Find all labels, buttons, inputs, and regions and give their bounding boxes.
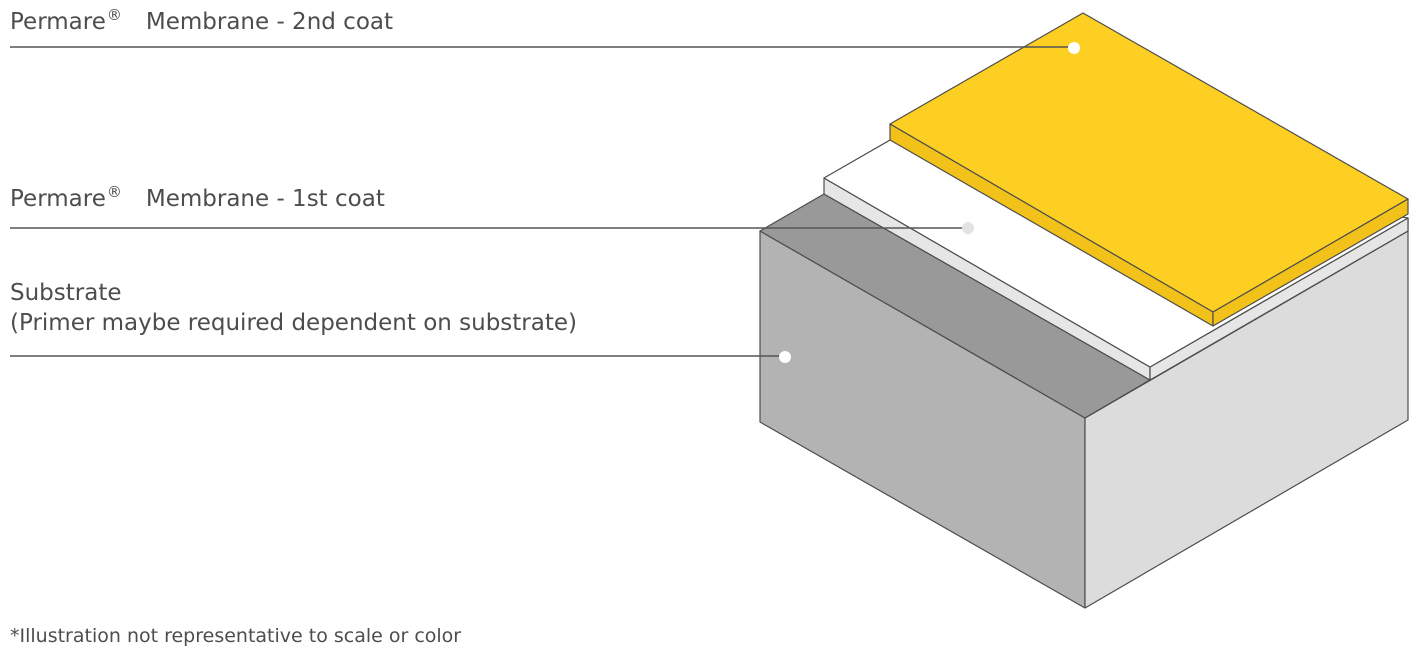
leader-dot-2nd-coat [1068, 42, 1080, 54]
brand-name: Permare [10, 186, 106, 212]
substrate-note: (Primer maybe required dependent on subs… [10, 310, 578, 336]
leader-lines [10, 46, 1073, 357]
brand-name: Permare [10, 9, 106, 35]
label-membrane-1st-coat: Permare® Membrane - 1st coat [10, 184, 385, 214]
membrane-2nd-coat [889, 12, 1409, 327]
coat2-right-edge [1212, 198, 1409, 327]
leader-dots [779, 42, 1080, 363]
footnote: *Illustration not representative to scal… [10, 625, 462, 647]
substrate-title: Substrate [10, 280, 122, 306]
registered-mark: ® [106, 6, 122, 25]
leader-dot-substrate [779, 351, 791, 363]
registered-mark: ® [106, 183, 122, 202]
layer-name: Membrane - 2nd coat [145, 9, 394, 35]
leader-dot-1st-coat [962, 222, 974, 234]
layer-name: Membrane - 1st coat [145, 186, 385, 212]
label-substrate: Substrate (Primer maybe required depende… [10, 278, 577, 338]
label-membrane-2nd-coat: Permare® Membrane - 2nd coat [10, 7, 393, 37]
